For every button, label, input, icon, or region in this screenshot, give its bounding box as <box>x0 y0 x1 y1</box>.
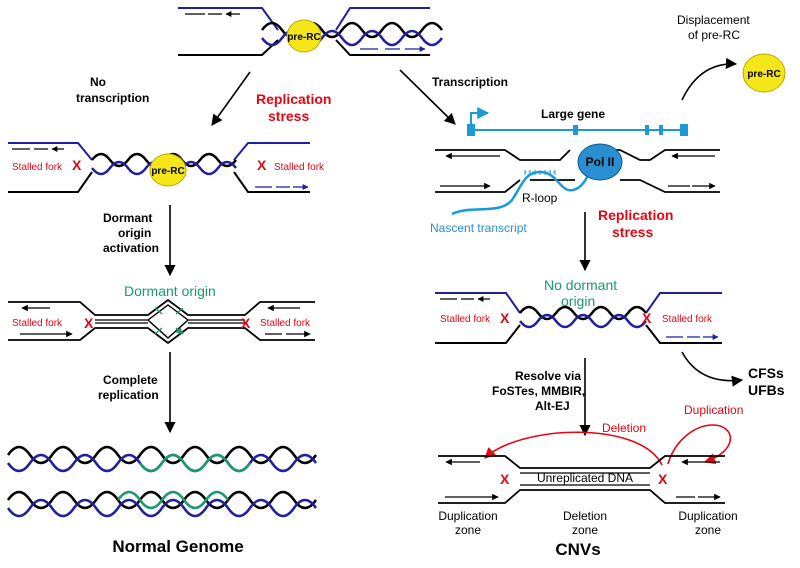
cfss-label: CFSs <box>748 365 784 381</box>
arrow-cfs <box>681 351 744 387</box>
no-transcription-label-2: transcription <box>76 91 149 105</box>
left-dormant-origin: Dormant origin X X Stalled fork Stalled … <box>8 283 315 345</box>
stall-x-right: X <box>257 157 267 173</box>
duplication-zone-label-left: Duplication <box>438 509 497 523</box>
dormant-origin-label: Dormant origin <box>124 283 216 299</box>
pol-ii-label: Pol II <box>586 155 615 169</box>
left-stalled-forks: pre-RC X X Stalled fork Stalled fork <box>8 142 325 192</box>
pre-rc-left-label: pre-RC <box>151 166 184 177</box>
large-gene: Large gene <box>467 107 688 136</box>
no-dormant-label: No dormant <box>544 277 617 293</box>
stall-x-right-left: X <box>500 310 510 326</box>
resolve-label: Resolve via <box>515 369 581 383</box>
replication-stress-label-left: Replication <box>256 91 331 107</box>
pre-rc-label: pre-RC <box>287 32 320 43</box>
transcription-bubble: Pol II R-loop Nascent transcript <box>430 143 720 235</box>
deletion-label: Deletion <box>602 421 646 435</box>
resolve-label-2: FoSTes, MMBIR, <box>492 384 585 398</box>
transcription-label: Transcription <box>432 75 508 89</box>
displacement-label: Displacement <box>677 13 750 27</box>
stall-x-dormant-left: X <box>84 315 94 331</box>
ufbs-label: UFBs <box>748 382 785 398</box>
right-stalled-forks: No dormant origin X X Stalled fork Stall… <box>435 277 722 344</box>
nascent-transcript-label: Nascent transcript <box>430 221 527 235</box>
stall-x-cnv-right: X <box>658 471 668 487</box>
displaced-pre-rc-label: pre-RC <box>747 69 780 80</box>
stall-x-cnv-left: X <box>500 471 510 487</box>
replication-stress-label-left-2: stress <box>268 108 309 124</box>
r-loop-label: R-loop <box>522 191 558 205</box>
duplication-zone-label-right: Duplication <box>678 509 737 523</box>
stalled-fork-label-1: Stalled fork <box>12 162 63 173</box>
pol-ii-bead <box>577 143 623 181</box>
completed-helix-2 <box>6 490 318 518</box>
top-replication-bubble: pre-RC <box>178 7 444 56</box>
replication-stress-label-right-2: stress <box>612 224 653 240</box>
completed-helix-1 <box>6 445 318 473</box>
normal-genome-label: Normal Genome <box>112 537 243 556</box>
duplication-zone-label-left-2: zone <box>455 523 481 537</box>
stall-x-right-right: X <box>642 310 652 326</box>
stalled-fork-label-2: Stalled fork <box>274 162 325 173</box>
cnvs-label: CNVs <box>555 540 600 559</box>
replication-stress-label-right: Replication <box>598 207 673 223</box>
no-transcription-label: No <box>90 75 106 89</box>
duplication-zone-label-right-2: zone <box>695 523 721 537</box>
arrow-displacement <box>681 57 738 101</box>
deletion-zone-label: Deletion <box>563 509 607 523</box>
large-gene-label: Large gene <box>541 107 605 121</box>
stalled-fork-label-6: Stalled fork <box>662 314 713 325</box>
dormant-activation-label-3: activation <box>103 241 159 255</box>
stalled-fork-label-5: Stalled fork <box>440 314 491 325</box>
displacement-label-2: of pre-RC <box>688 28 740 42</box>
no-dormant-label-2: origin <box>561 293 595 309</box>
arrow-no-transcription <box>211 71 251 126</box>
pre-rc-bead <box>286 19 322 53</box>
cnv-resolution: Deletion Duplication Unreplicated DNA X … <box>438 403 743 537</box>
pre-rc-bead-left <box>149 153 187 187</box>
complete-replication-label-2: replication <box>98 388 159 402</box>
stall-x-dormant-right: X <box>241 315 251 331</box>
dormant-activation-label-2: origin <box>118 226 151 240</box>
resolve-label-3: Alt-EJ <box>535 399 570 413</box>
duplication-label: Duplication <box>684 403 743 417</box>
complete-replication-label: Complete <box>103 373 158 387</box>
displaced-pre-rc-bead <box>742 53 786 93</box>
stalled-fork-label-4: Stalled fork <box>260 318 311 329</box>
unreplicated-dna-label: Unreplicated DNA <box>537 471 633 485</box>
dormant-activation-label: Dormant <box>103 211 152 225</box>
deletion-zone-label-2: zone <box>572 523 598 537</box>
stall-x-left: X <box>72 157 82 173</box>
arrow-transcription <box>399 69 456 125</box>
stalled-fork-label-3: Stalled fork <box>12 318 63 329</box>
